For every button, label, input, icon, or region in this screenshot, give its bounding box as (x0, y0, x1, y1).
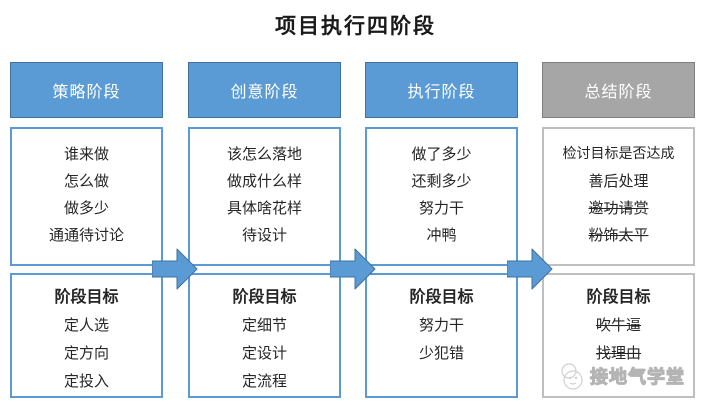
stage-item: 还剩多少 (411, 172, 472, 190)
stage-items-box-summary: 检讨目标是否达成 善后处理 邀功请赏 粉饰太平 (542, 127, 695, 266)
goal-title: 阶段目标 (54, 287, 119, 306)
goal-title: 阶段目标 (409, 287, 474, 306)
goal-item: 定方向 (63, 344, 109, 362)
stage-column-strategy: 策略阶段 谁来做 怎么做 做多少 通通待讨论 阶段目标 定人选 定方向 定投入 (10, 0, 163, 406)
stage-column-execution: 执行阶段 做了多少 还剩多少 努力干 冲鸭 阶段目标 努力干 少犯错 (365, 0, 518, 406)
goal-item: 定细节 (241, 316, 287, 334)
goal-title: 阶段目标 (232, 287, 297, 306)
goal-item: 定人选 (63, 316, 109, 334)
stage-items-box-strategy: 谁来做 怎么做 做多少 通通待讨论 (10, 127, 163, 266)
stage-item: 邀功请赏 (588, 199, 649, 217)
stage-column-summary: 总结阶段 检讨目标是否达成 善后处理 邀功请赏 粉饰太平 阶段目标 吹牛逼 找理… (542, 0, 695, 406)
stage-header-creative: 创意阶段 (188, 62, 341, 118)
diagram-title: 项目执行四阶段 (275, 14, 436, 38)
stage-item: 做成什么样 (226, 172, 302, 190)
stage-item: 粉饰太平 (588, 226, 649, 244)
stage-header-summary: 总结阶段 (542, 62, 695, 118)
stage-item: 通通待讨论 (48, 226, 124, 244)
stage-item: 冲鸭 (426, 226, 457, 244)
stage-arrow-icon (507, 248, 553, 290)
stage-goals-box-execution: 阶段目标 努力干 少犯错 (365, 273, 518, 398)
goal-title: 阶段目标 (586, 287, 651, 306)
goal-item: 定流程 (241, 372, 287, 390)
stage-goals-box-summary: 阶段目标 吹牛逼 找理由 (542, 273, 695, 398)
stage-arrow-icon (330, 248, 376, 290)
stage-arrow-icon (152, 248, 198, 290)
stage-header-execution: 执行阶段 (365, 62, 518, 118)
stage-items-box-creative: 该怎么落地 做成什么样 具体啥花样 待设计 (188, 127, 341, 266)
watermark-text: 接地气学堂 (590, 367, 685, 389)
goal-item: 定投入 (63, 372, 109, 390)
goal-item: 定设计 (241, 344, 287, 362)
stage-item: 具体啥花样 (226, 199, 302, 217)
goal-item: 少犯错 (418, 344, 464, 362)
stage-goals-box-creative: 阶段目标 定细节 定设计 定流程 (188, 273, 341, 398)
goal-item: 找理由 (595, 344, 641, 362)
stage-item: 做多少 (63, 199, 109, 217)
stage-header-strategy: 策略阶段 (10, 62, 163, 118)
stage-item: 努力干 (418, 199, 464, 217)
stage-item: 做了多少 (411, 145, 472, 163)
watermark: 接地气学堂 (556, 360, 685, 392)
stage-item: 善后处理 (588, 172, 649, 190)
goal-item: 吹牛逼 (595, 316, 641, 334)
stage-item: 怎么做 (63, 172, 109, 190)
stage-item: 该怎么落地 (226, 145, 302, 163)
stage-item: 谁来做 (63, 145, 109, 163)
stage-goals-box-strategy: 阶段目标 定人选 定方向 定投入 (10, 273, 163, 398)
stage-item: 检讨目标是否达成 (562, 146, 675, 162)
goal-item: 努力干 (418, 316, 464, 334)
stage-item: 待设计 (241, 226, 287, 244)
stage-items-box-execution: 做了多少 还剩多少 努力干 冲鸭 (365, 127, 518, 266)
watermark-mascot-icon (561, 363, 583, 390)
stage-column-creative: 创意阶段 该怎么落地 做成什么样 具体啥花样 待设计 阶段目标 定细节 定设计 … (188, 0, 341, 406)
